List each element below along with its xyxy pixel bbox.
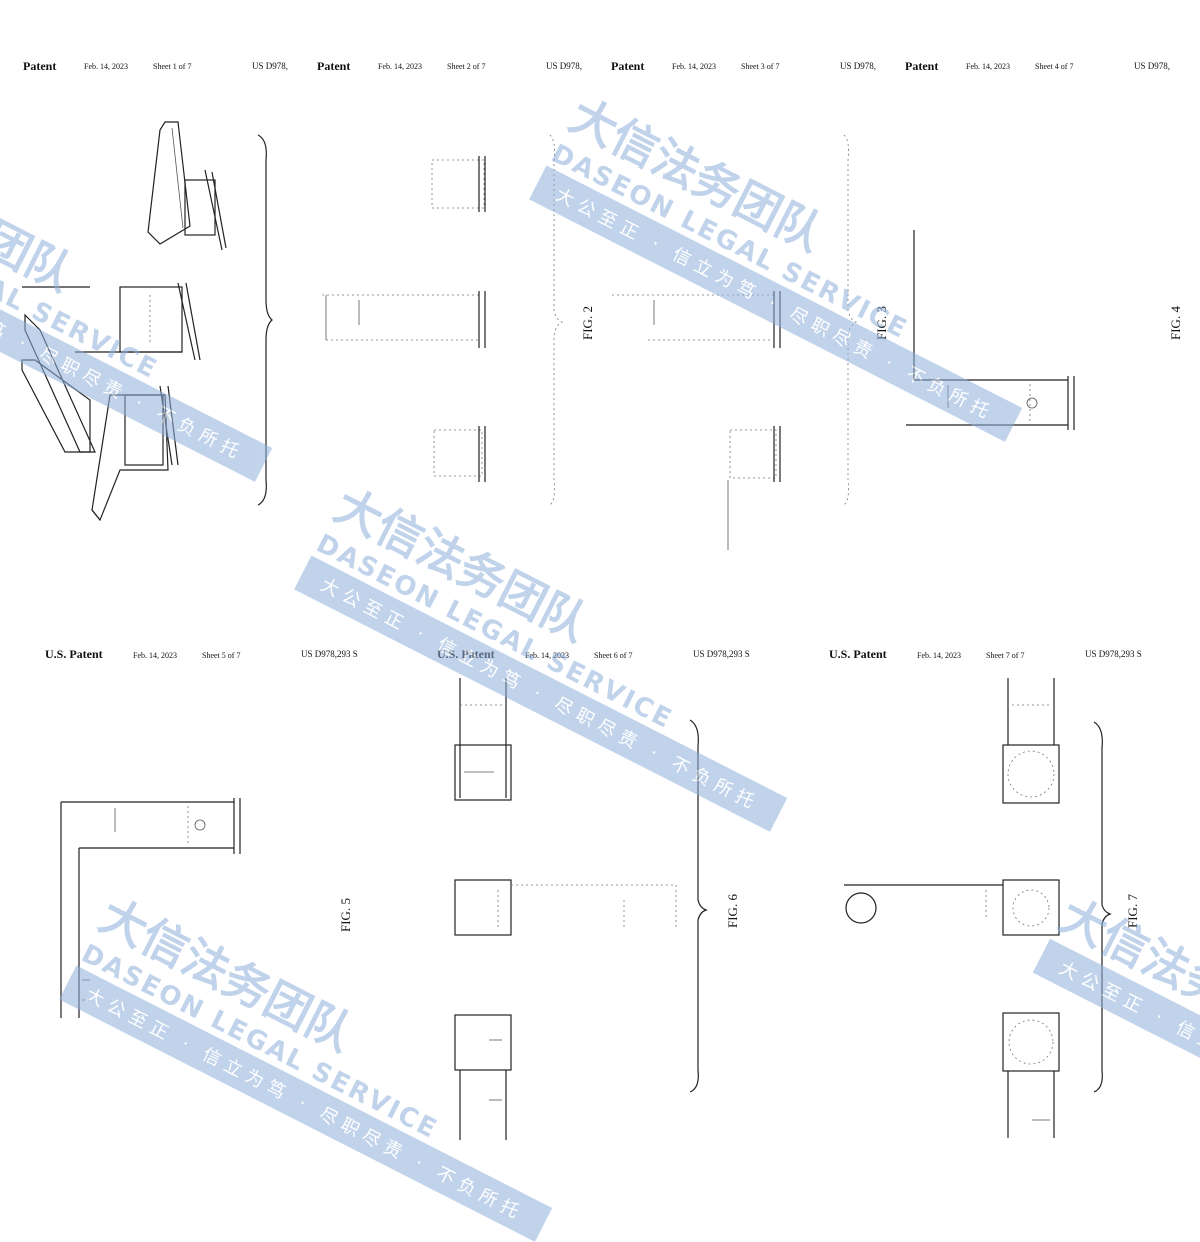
patent-label: U.S. Patent xyxy=(829,647,887,661)
figure-4-drawing xyxy=(906,230,1075,430)
sheet-number: Sheet 2 of 7 xyxy=(447,62,486,71)
sheet-number: Sheet 3 of 7 xyxy=(741,62,780,71)
sheet-number: Sheet 5 of 7 xyxy=(202,651,241,660)
patent-label: Patent xyxy=(905,59,939,73)
patent-date: Feb. 14, 2023 xyxy=(133,651,177,660)
figure-2-drawing xyxy=(322,134,564,506)
patent-sheet-4: Patent Feb. 14, 2023 Sheet 4 of 7 US D97… xyxy=(882,0,1200,600)
patent-date: Feb. 14, 2023 xyxy=(672,62,716,71)
patent-label: Patent xyxy=(23,59,57,73)
patent-sheet-2: Patent Feb. 14, 2023 Sheet 2 of 7 US D97… xyxy=(294,0,595,600)
figure-6-drawing xyxy=(454,678,708,1140)
patent-label: Patent xyxy=(317,59,351,73)
perspective-drawings xyxy=(21,121,273,522)
patent-number: US D978, xyxy=(840,61,877,71)
patent-sheet-6: U.S. Patent Feb. 14, 2023 Sheet 6 of 7 U… xyxy=(414,620,806,1200)
patent-number: US D978, xyxy=(1134,61,1171,71)
patent-date: Feb. 14, 2023 xyxy=(966,62,1010,71)
patent-number: US D978, xyxy=(252,61,289,71)
sheet-number: Sheet 7 of 7 xyxy=(986,651,1025,660)
figure-3-drawing xyxy=(612,134,858,550)
patent-sheet-1: Patent Feb. 14, 2023 Sheet 1 of 7 US D97… xyxy=(0,0,300,600)
figure-5-drawing xyxy=(60,798,241,1018)
patent-number: US D978,293 S xyxy=(1085,649,1142,659)
sheet-number: Sheet 4 of 7 xyxy=(1035,62,1074,71)
patent-date: Feb. 14, 2023 xyxy=(917,651,961,660)
patent-sheet-5: U.S. Patent Feb. 14, 2023 Sheet 5 of 7 U… xyxy=(22,620,414,1200)
patent-sheet-7: U.S. Patent Feb. 14, 2023 Sheet 7 of 7 U… xyxy=(806,620,1200,1200)
patent-number: US D978, xyxy=(546,61,583,71)
sheet-number: Sheet 1 of 7 xyxy=(153,62,192,71)
figure-7-drawing xyxy=(844,678,1112,1138)
patent-date: Feb. 14, 2023 xyxy=(378,62,422,71)
patent-label: Patent xyxy=(611,59,645,73)
patent-sheet-3: Patent Feb. 14, 2023 Sheet 3 of 7 US D97… xyxy=(588,0,889,600)
patent-label: U.S. Patent xyxy=(45,647,103,661)
patent-date: Feb. 14, 2023 xyxy=(84,62,128,71)
